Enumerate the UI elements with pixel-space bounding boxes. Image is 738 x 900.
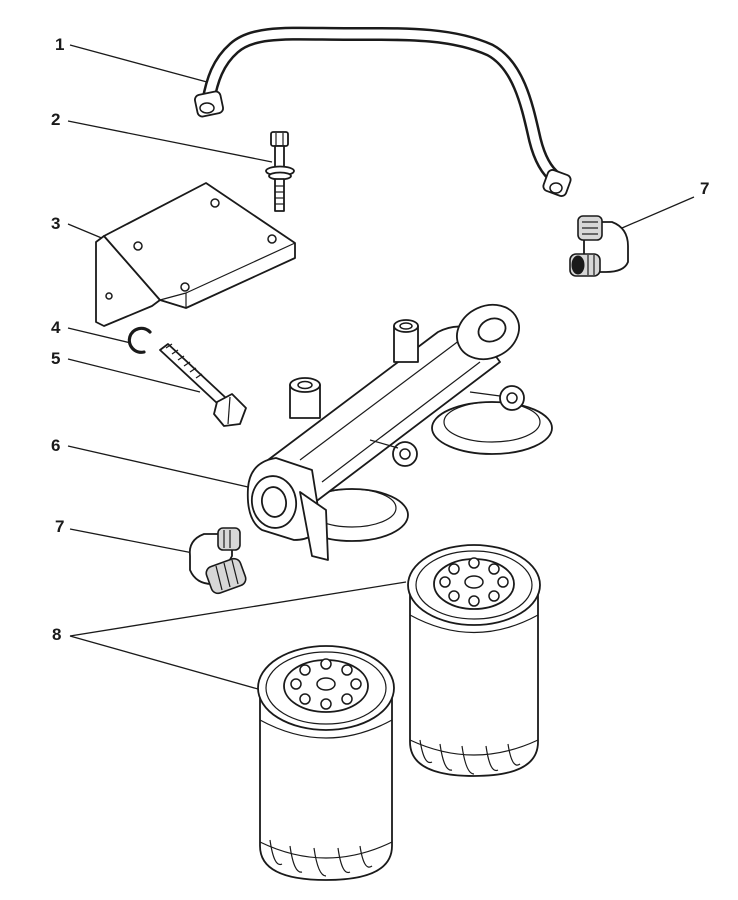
mounting-bracket xyxy=(95,182,296,327)
callout-5: 5 xyxy=(51,349,61,368)
elbow-fitting-upper xyxy=(569,215,629,277)
oil-filter-front xyxy=(257,645,395,881)
long-bolt-head xyxy=(213,393,247,427)
callout-7-lower: 7 xyxy=(55,517,65,536)
elbow-fitting-lower xyxy=(188,527,247,595)
bolt-head xyxy=(270,131,289,147)
long-bolt xyxy=(159,343,247,427)
oil-pipe xyxy=(194,26,572,197)
leader-lines xyxy=(67,44,695,690)
callout-8: 8 xyxy=(52,625,62,644)
callout-1: 1 xyxy=(55,35,65,54)
leader-line-1 xyxy=(69,44,208,83)
oil-filter-rear-holes xyxy=(439,557,509,607)
oil-filter-rear-ribs xyxy=(419,739,521,775)
callout-7-upper: 7 xyxy=(700,179,710,198)
oil-filter-front-ribs xyxy=(269,839,373,877)
circlip xyxy=(127,326,152,354)
bolt-with-washer xyxy=(265,131,295,212)
leader-line-7-upper xyxy=(621,196,695,229)
callout-2: 2 xyxy=(51,110,61,129)
leader-line-3 xyxy=(67,223,105,240)
filter-head-manifold xyxy=(246,303,553,561)
callout-6: 6 xyxy=(51,436,61,455)
leader-line-8-front xyxy=(69,635,259,690)
callout-4: 4 xyxy=(51,318,61,337)
leader-line-4 xyxy=(67,327,132,344)
oil-filter-rear xyxy=(407,544,541,777)
leader-line-2 xyxy=(67,120,273,163)
leader-line-7-lower xyxy=(69,528,194,554)
callout-3: 3 xyxy=(51,214,61,233)
leader-line-5 xyxy=(67,358,201,393)
leader-line-8-rear xyxy=(69,581,407,637)
oil-filter-front-holes xyxy=(290,658,362,710)
leader-line-6 xyxy=(67,445,249,488)
